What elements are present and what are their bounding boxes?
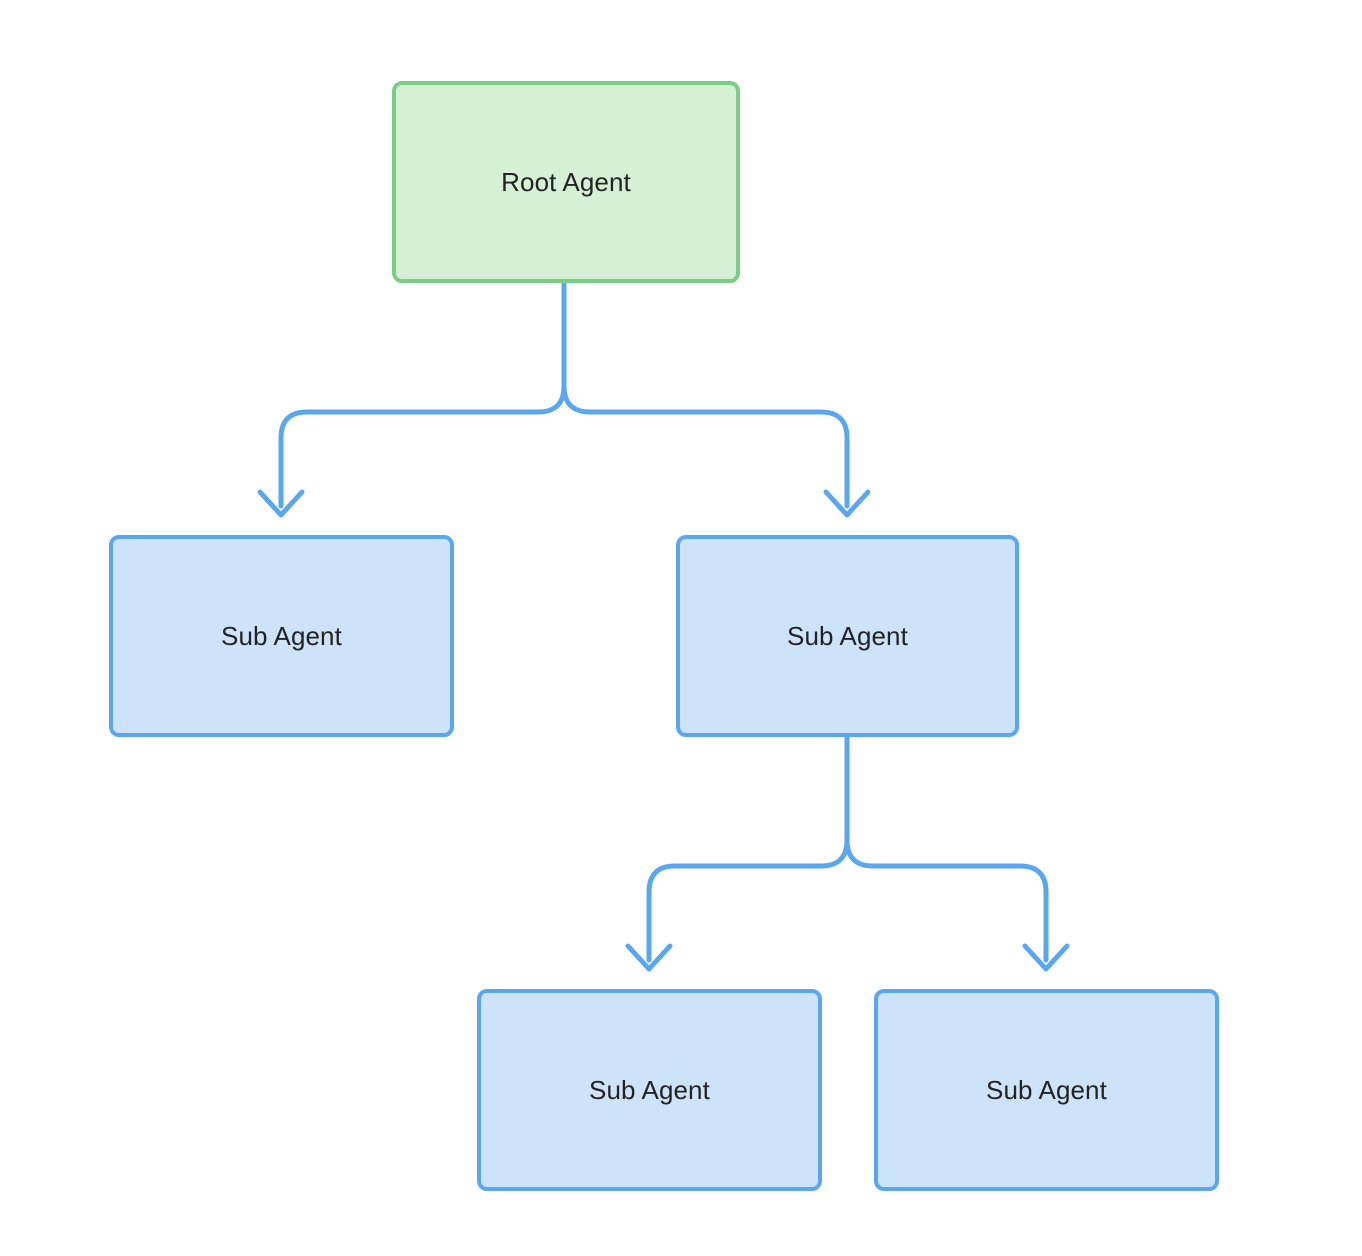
edge-sub2-sub4 [844,734,1070,972]
edge-sub2-sub4-path [844,734,1049,963]
edge-sub2-sub3 [625,734,850,972]
edge-root-sub2 [561,280,871,518]
edge-root-sub2-arrowhead [823,489,871,518]
node-sub-agent-4[interactable]: Sub Agent [874,989,1219,1191]
node-sub-agent-4-label: Sub Agent [986,1075,1107,1105]
edge-root-sub1-path [278,280,567,509]
edge-sub2-sub3-arrowhead [625,943,673,972]
node-sub-agent-2-label: Sub Agent [787,621,908,651]
node-sub-agent-3-label: Sub Agent [589,1075,710,1105]
node-sub-agent-2[interactable]: Sub Agent [676,535,1019,737]
edge-sub2-sub4-arrowhead [1022,943,1070,972]
node-sub-agent-1[interactable]: Sub Agent [109,535,454,737]
edge-root-sub1-arrowhead [257,489,305,518]
node-root-agent-label: Root Agent [501,167,631,197]
edge-sub2-sub3-path [646,734,850,963]
edge-root-sub1 [257,280,567,518]
edge-root-sub2-path [561,280,850,509]
node-sub-agent-3[interactable]: Sub Agent [477,989,822,1191]
node-root-agent[interactable]: Root Agent [392,81,740,283]
node-sub-agent-1-label: Sub Agent [221,621,342,651]
